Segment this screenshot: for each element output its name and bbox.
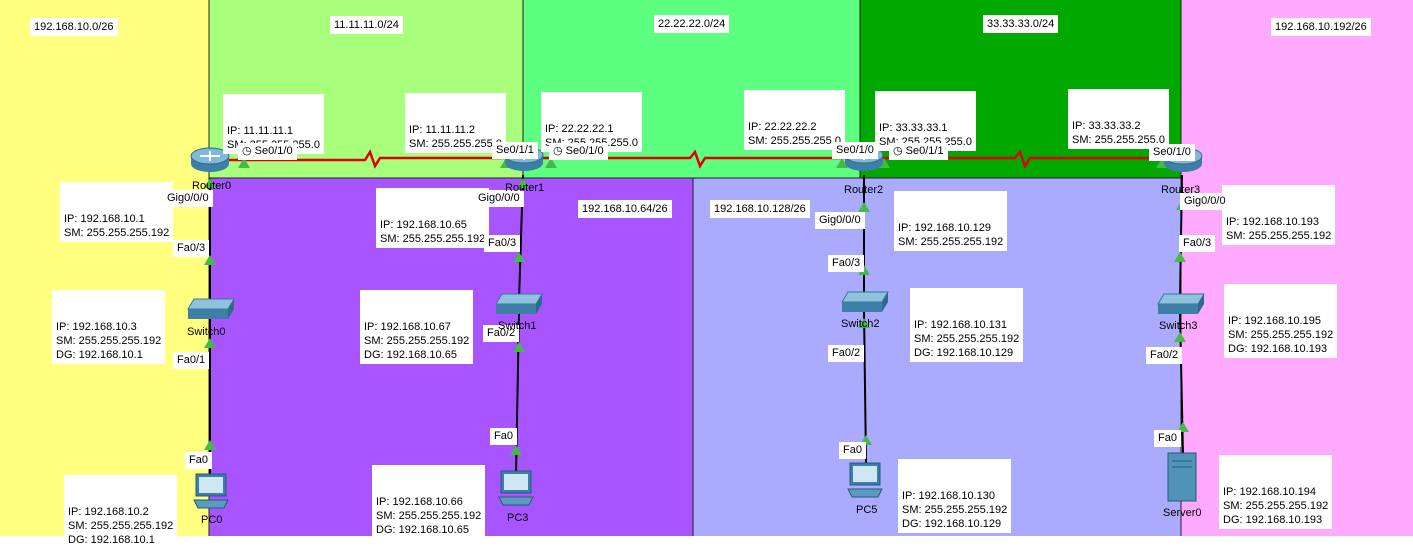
pc-icon[interactable] [192,472,232,512]
device-name-router3: Router3 [1161,184,1201,196]
port-label-r1-se11: Se0/1/1 [492,142,538,159]
serial-link-r0-r1 [213,149,527,169]
port-label-s3-fa2: Fa0/2 [1146,347,1183,364]
port-label-r2-se10: Se0/1/0 [832,142,878,159]
port-status-markers [204,158,1189,455]
serial-link-r1-r2 [531,149,855,169]
port-label-pc5-fa0: Fa0 [839,442,866,459]
device-name-router2: Router2 [844,184,884,196]
port-label-r2-se11: ◷ Se0/1/1 [889,143,948,160]
device-name-router0: Router0 [192,180,232,192]
port-label-srv-fa0: Fa0 [1154,430,1181,447]
port-label-s1-fa3: Fa0/3 [484,235,521,252]
network-label-wan1: 11.11.11.0/24 [330,16,403,34]
port-label-r0-se: ◷ Se0/1/0 [238,143,297,160]
port-label-r1-gig: Gig0/0/0 [474,190,524,207]
pc-icon[interactable] [846,461,886,501]
network-label-lan2: 192.168.10.128/26 [710,200,810,218]
device-name-pc0: PC0 [201,514,223,526]
device-name-switch0: Switch0 [187,326,226,338]
network-label-wan3: 33.33.33.0/24 [983,15,1059,33]
port-label-s2-fa2: Fa0/2 [828,345,865,362]
port-label-s2-fa3: Fa0/3 [828,255,865,272]
switch-icon[interactable] [840,290,890,318]
network-label-wan2: 22.22.22.0/24 [654,15,730,33]
switch-icon[interactable] [186,297,236,325]
network-label-lan0: 192.168.10.0/26 [30,18,118,36]
device-name-pc3: PC3 [507,512,529,524]
clock-icon: ◷ [553,145,563,157]
clock-icon: ◷ [242,145,252,157]
zone-lan0 [0,0,209,536]
port-label-s1-fa2: Fa0/2 [483,325,520,342]
serial-link-r2-r3 [869,149,1175,169]
port-label-s3-fa3: Fa0/3 [1179,235,1216,252]
port-label-r2-gig: Gig0/0/0 [815,212,865,229]
port-label-r3-gig: Gig0/0/0 [1180,193,1230,210]
port-label-s0-fa1: Fa0/1 [173,352,210,369]
port-label-r3-se10: Se0/1/0 [1149,144,1195,161]
device-name-router1: Router1 [505,182,545,194]
router-icon[interactable] [189,144,231,174]
clock-icon: ◷ [893,145,903,157]
server-icon[interactable] [1166,451,1200,503]
port-label-r0-gig: Gig0/0/0 [163,190,213,207]
device-name-switch3: Switch3 [1159,320,1198,332]
device-name-pc5: PC5 [856,504,878,516]
port-label-s0-fa3: Fa0/3 [173,240,210,257]
zone-lan4 [1181,0,1413,536]
network-label-lan4: 192.168.10.192/26 [1271,18,1371,36]
device-name-switch2: Switch2 [841,318,880,330]
pc-icon[interactable] [497,469,537,509]
port-label-pc3-fa0: Fa0 [490,428,517,445]
port-label-r1-se10: ◷ Se0/1/0 [549,143,608,160]
device-name-switch1: Switch1 [498,320,537,332]
network-label-lan1: 192.168.10.64/26 [578,200,672,218]
port-label-pc0-fa0: Fa0 [185,452,212,469]
switch-icon[interactable] [494,292,544,320]
device-name-server0: Server0 [1163,507,1202,519]
switch-icon[interactable] [1156,292,1206,320]
